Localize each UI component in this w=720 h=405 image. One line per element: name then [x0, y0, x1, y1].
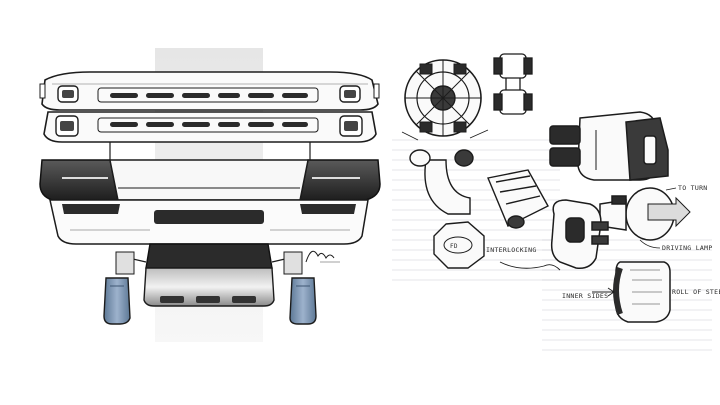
tow-guard-right	[289, 277, 317, 325]
note-interlocking: INTERLOCKING	[486, 246, 537, 254]
tow-guard-left	[103, 277, 131, 325]
svg-text:FD: FD	[450, 243, 458, 250]
note-roll-of-steel: ROLL OF STEEL	[672, 288, 720, 296]
skid-plate	[115, 243, 303, 307]
octagon-badge-sketch: FD	[433, 221, 485, 269]
note-to-turn: TO TURN	[678, 184, 708, 192]
front-bumper-sketch	[39, 48, 381, 342]
detail-sketch-sheet: FD INTERLOCKING TO TURN DRIVING LAMP	[392, 53, 720, 351]
steel-roll-sketch	[613, 261, 671, 323]
hub-sketch	[401, 59, 489, 141]
lamp-module-sketch	[549, 111, 669, 181]
driving-lamp-sketch	[599, 187, 691, 241]
clamp-sketch	[409, 149, 549, 229]
main-bumper	[39, 159, 381, 245]
socket-sketch	[550, 199, 609, 270]
signature-scribble	[305, 250, 335, 263]
note-inner-sides: INNER SIDES	[562, 292, 608, 300]
upper-grille-bar	[39, 71, 380, 111]
note-driving-lamp: DRIVING LAMP	[662, 244, 713, 252]
lower-grille-bar	[43, 111, 377, 143]
connector-sketch-top	[493, 53, 533, 115]
